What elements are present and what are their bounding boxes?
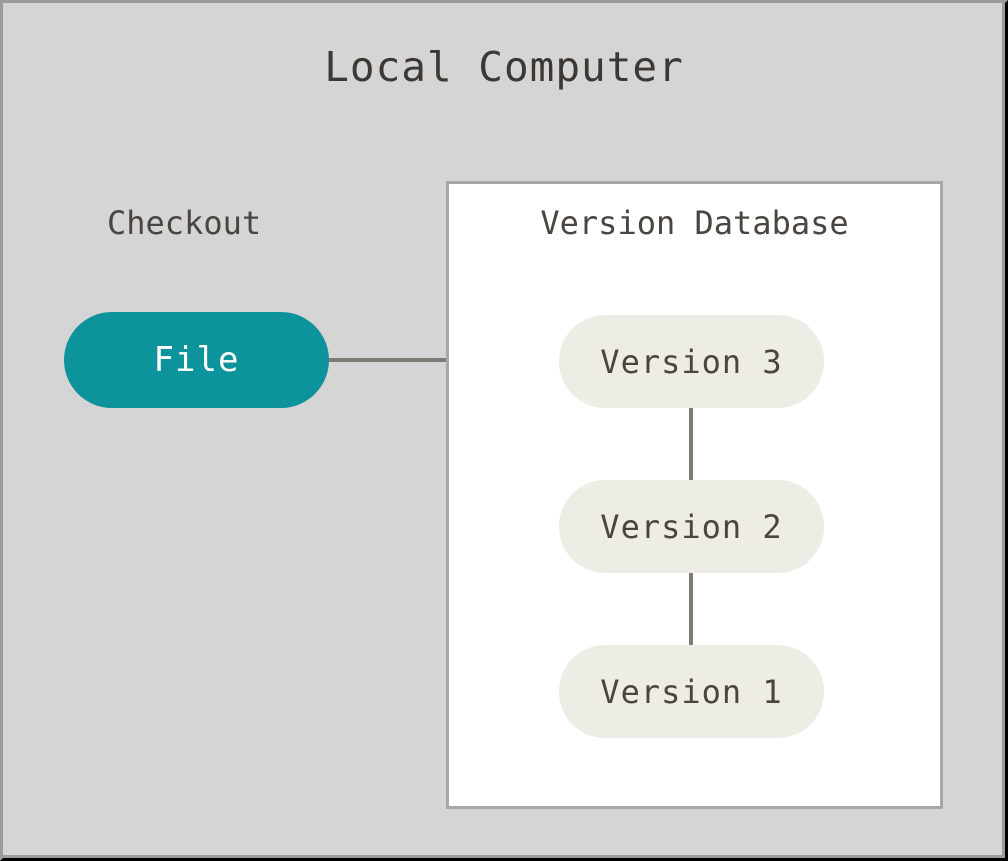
version-node-label: Version 3 bbox=[600, 342, 783, 381]
version-node-3[interactable]: Version 3 bbox=[559, 315, 824, 408]
file-node-label: File bbox=[153, 340, 240, 380]
version-database-title: Version Database bbox=[540, 204, 849, 242]
version-node-label: Version 1 bbox=[600, 672, 783, 711]
checkout-label: Checkout bbox=[107, 204, 262, 242]
connector-file-to-version3 bbox=[329, 358, 561, 362]
page-title: Local Computer bbox=[324, 43, 684, 91]
connector-version2-to-version1 bbox=[689, 571, 693, 646]
version-node-2[interactable]: Version 2 bbox=[559, 480, 824, 573]
version-node-1[interactable]: Version 1 bbox=[559, 645, 824, 738]
file-node[interactable]: File bbox=[64, 312, 329, 408]
connector-version3-to-version2 bbox=[689, 406, 693, 481]
version-node-label: Version 2 bbox=[600, 507, 783, 546]
